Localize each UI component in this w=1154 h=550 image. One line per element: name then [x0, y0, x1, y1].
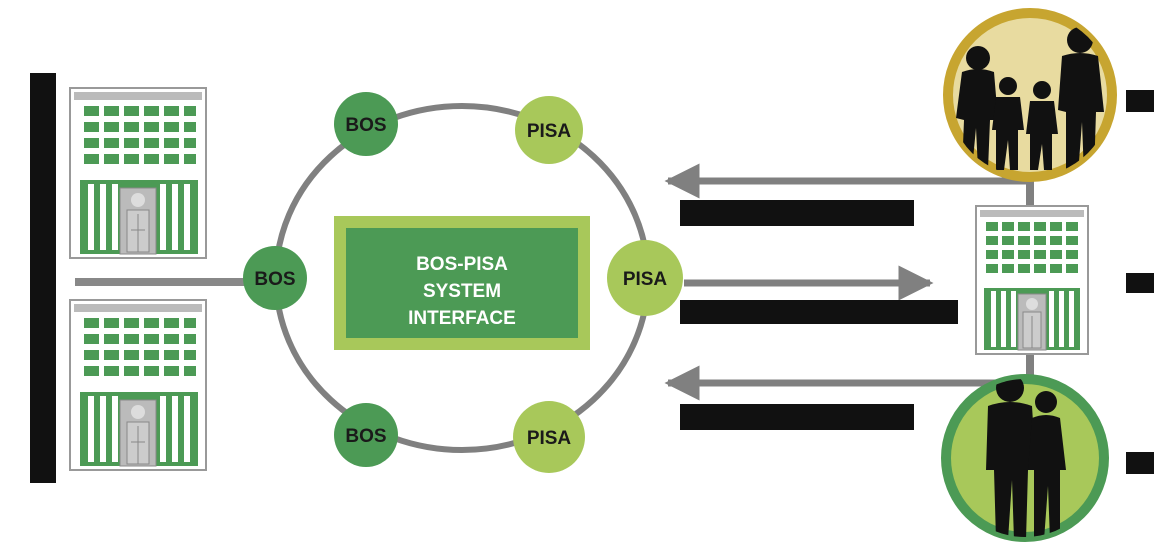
- pisa-node-bottom-label: PISA: [527, 428, 572, 449]
- left-connector-line: [75, 278, 275, 286]
- school-building-icon: [69, 299, 207, 471]
- redacted-label-bar: [1126, 90, 1154, 112]
- bos-node-bottom-label: BOS: [345, 426, 386, 447]
- redacted-label-bar: [1126, 273, 1154, 293]
- bos-node-bottom: BOS: [334, 403, 398, 467]
- family-icon: [943, 8, 1117, 182]
- center-label-line2: SYSTEM: [423, 281, 501, 302]
- bos-node-top-label: BOS: [345, 115, 386, 136]
- school-building-icon: [69, 87, 207, 259]
- couple-icon: [941, 374, 1109, 542]
- pisa-node-middle-label: PISA: [623, 269, 668, 290]
- school-building-icon: [975, 205, 1089, 355]
- bos-node-middle: BOS: [243, 246, 307, 310]
- redacted-label-bar: [680, 300, 958, 324]
- center-interface-box: BOS-PISA SYSTEM INTERFACE: [334, 216, 590, 350]
- left-vertical-bar: [30, 73, 56, 483]
- redacted-label-bar: [680, 404, 914, 430]
- pisa-node-middle: PISA: [607, 240, 683, 316]
- pisa-node-top-label: PISA: [527, 121, 572, 142]
- center-label-line3: INTERFACE: [408, 308, 516, 329]
- bos-node-middle-label: BOS: [254, 269, 295, 290]
- redacted-label-bar: [680, 200, 914, 226]
- redacted-label-bar: [1126, 452, 1154, 474]
- bos-node-top: BOS: [334, 92, 398, 156]
- center-label-line1: BOS-PISA: [416, 254, 508, 275]
- pisa-node-bottom: PISA: [513, 401, 585, 473]
- pisa-node-top: PISA: [515, 96, 583, 164]
